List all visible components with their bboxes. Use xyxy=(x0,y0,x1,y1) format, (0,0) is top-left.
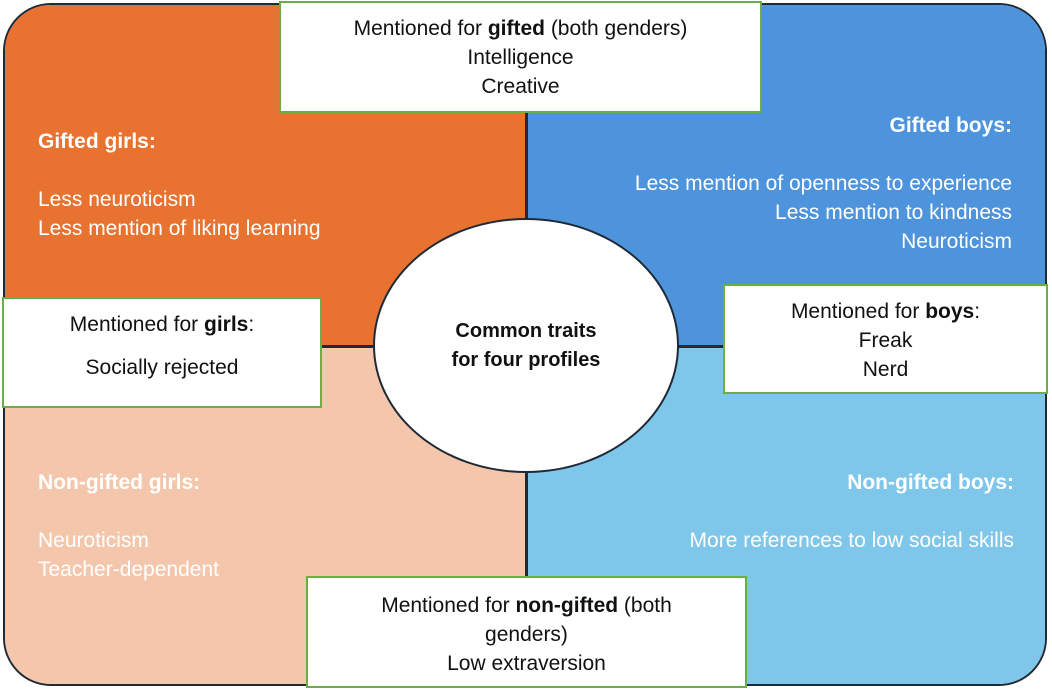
box-prefix: Mentioned for xyxy=(353,17,488,40)
girls-box: Mentioned for girls: Socially rejected xyxy=(2,297,322,408)
box-suffix: (both genders) xyxy=(544,17,688,40)
boys-box: Mentioned for boys: Freak Nerd xyxy=(723,284,1048,394)
boys-item: Freak xyxy=(858,329,913,352)
girls-title: Mentioned for girls: xyxy=(4,310,320,339)
nongifted-girls-heading: Non-gifted girls: xyxy=(38,471,201,494)
nongifted-both-box: Mentioned for non-gifted (both genders) … xyxy=(306,576,747,688)
nongifted-both-title-line2: genders) xyxy=(485,623,568,646)
nongifted-both-item: Low extraversion xyxy=(447,652,606,675)
nongifted-both-title: Mentioned for non-gifted (both xyxy=(308,591,745,620)
box-suffix: : xyxy=(974,300,981,323)
gifted-girls-trait: Less neuroticism xyxy=(38,188,196,211)
center-label: Common traits for four profiles xyxy=(452,317,601,375)
gifted-boys-text: Gifted boys: Less mention of openness to… xyxy=(552,111,1012,256)
box-keyword: non-gifted xyxy=(515,594,619,617)
box-suffix: (both xyxy=(618,594,672,617)
center-label-line: Common traits xyxy=(455,319,597,342)
box-prefix: Mentioned for xyxy=(69,313,205,336)
gifted-girls-trait: Less mention of liking learning xyxy=(38,217,321,240)
gifted-both-box: Mentioned for gifted (both genders) Inte… xyxy=(279,1,762,113)
box-suffix: : xyxy=(248,313,255,336)
gifted-boys-trait: Neuroticism xyxy=(901,230,1012,253)
nongifted-boys-text: Non-gifted boys: More references to low … xyxy=(554,468,1014,555)
gifted-both-item: Creative xyxy=(481,75,560,98)
gifted-both-title: Mentioned for gifted (both genders) xyxy=(281,14,760,43)
boys-title: Mentioned for boys: xyxy=(725,297,1046,326)
nongifted-boys-heading: Non-gifted boys: xyxy=(847,471,1014,494)
center-label-line: for four profiles xyxy=(451,348,601,371)
box-keyword: girls xyxy=(204,313,249,336)
nongifted-girls-trait: Neuroticism xyxy=(38,529,149,552)
box-prefix: Mentioned for xyxy=(381,594,516,617)
gifted-boys-trait: Less mention to kindness xyxy=(775,201,1012,224)
gifted-boys-heading: Gifted boys: xyxy=(889,114,1012,137)
gifted-girls-text: Gifted girls: Less neuroticism Less ment… xyxy=(38,127,321,243)
gifted-both-item: Intelligence xyxy=(467,46,574,69)
boys-item: Nerd xyxy=(862,358,909,381)
nongifted-girls-text: Non-gifted girls: Neuroticism Teacher-de… xyxy=(38,468,219,584)
gifted-girls-heading: Gifted girls: xyxy=(38,130,156,153)
gifted-boys-trait: Less mention of openness to experience xyxy=(634,172,1012,195)
box-keyword: gifted xyxy=(487,17,545,40)
nongifted-boys-trait: More references to low social skills xyxy=(689,529,1014,552)
nongifted-girls-trait: Teacher-dependent xyxy=(38,558,219,581)
girls-item: Socially rejected xyxy=(85,356,239,379)
center-circle: Common traits for four profiles xyxy=(373,218,679,473)
box-prefix: Mentioned for xyxy=(790,300,926,323)
box-keyword: boys xyxy=(925,300,975,323)
